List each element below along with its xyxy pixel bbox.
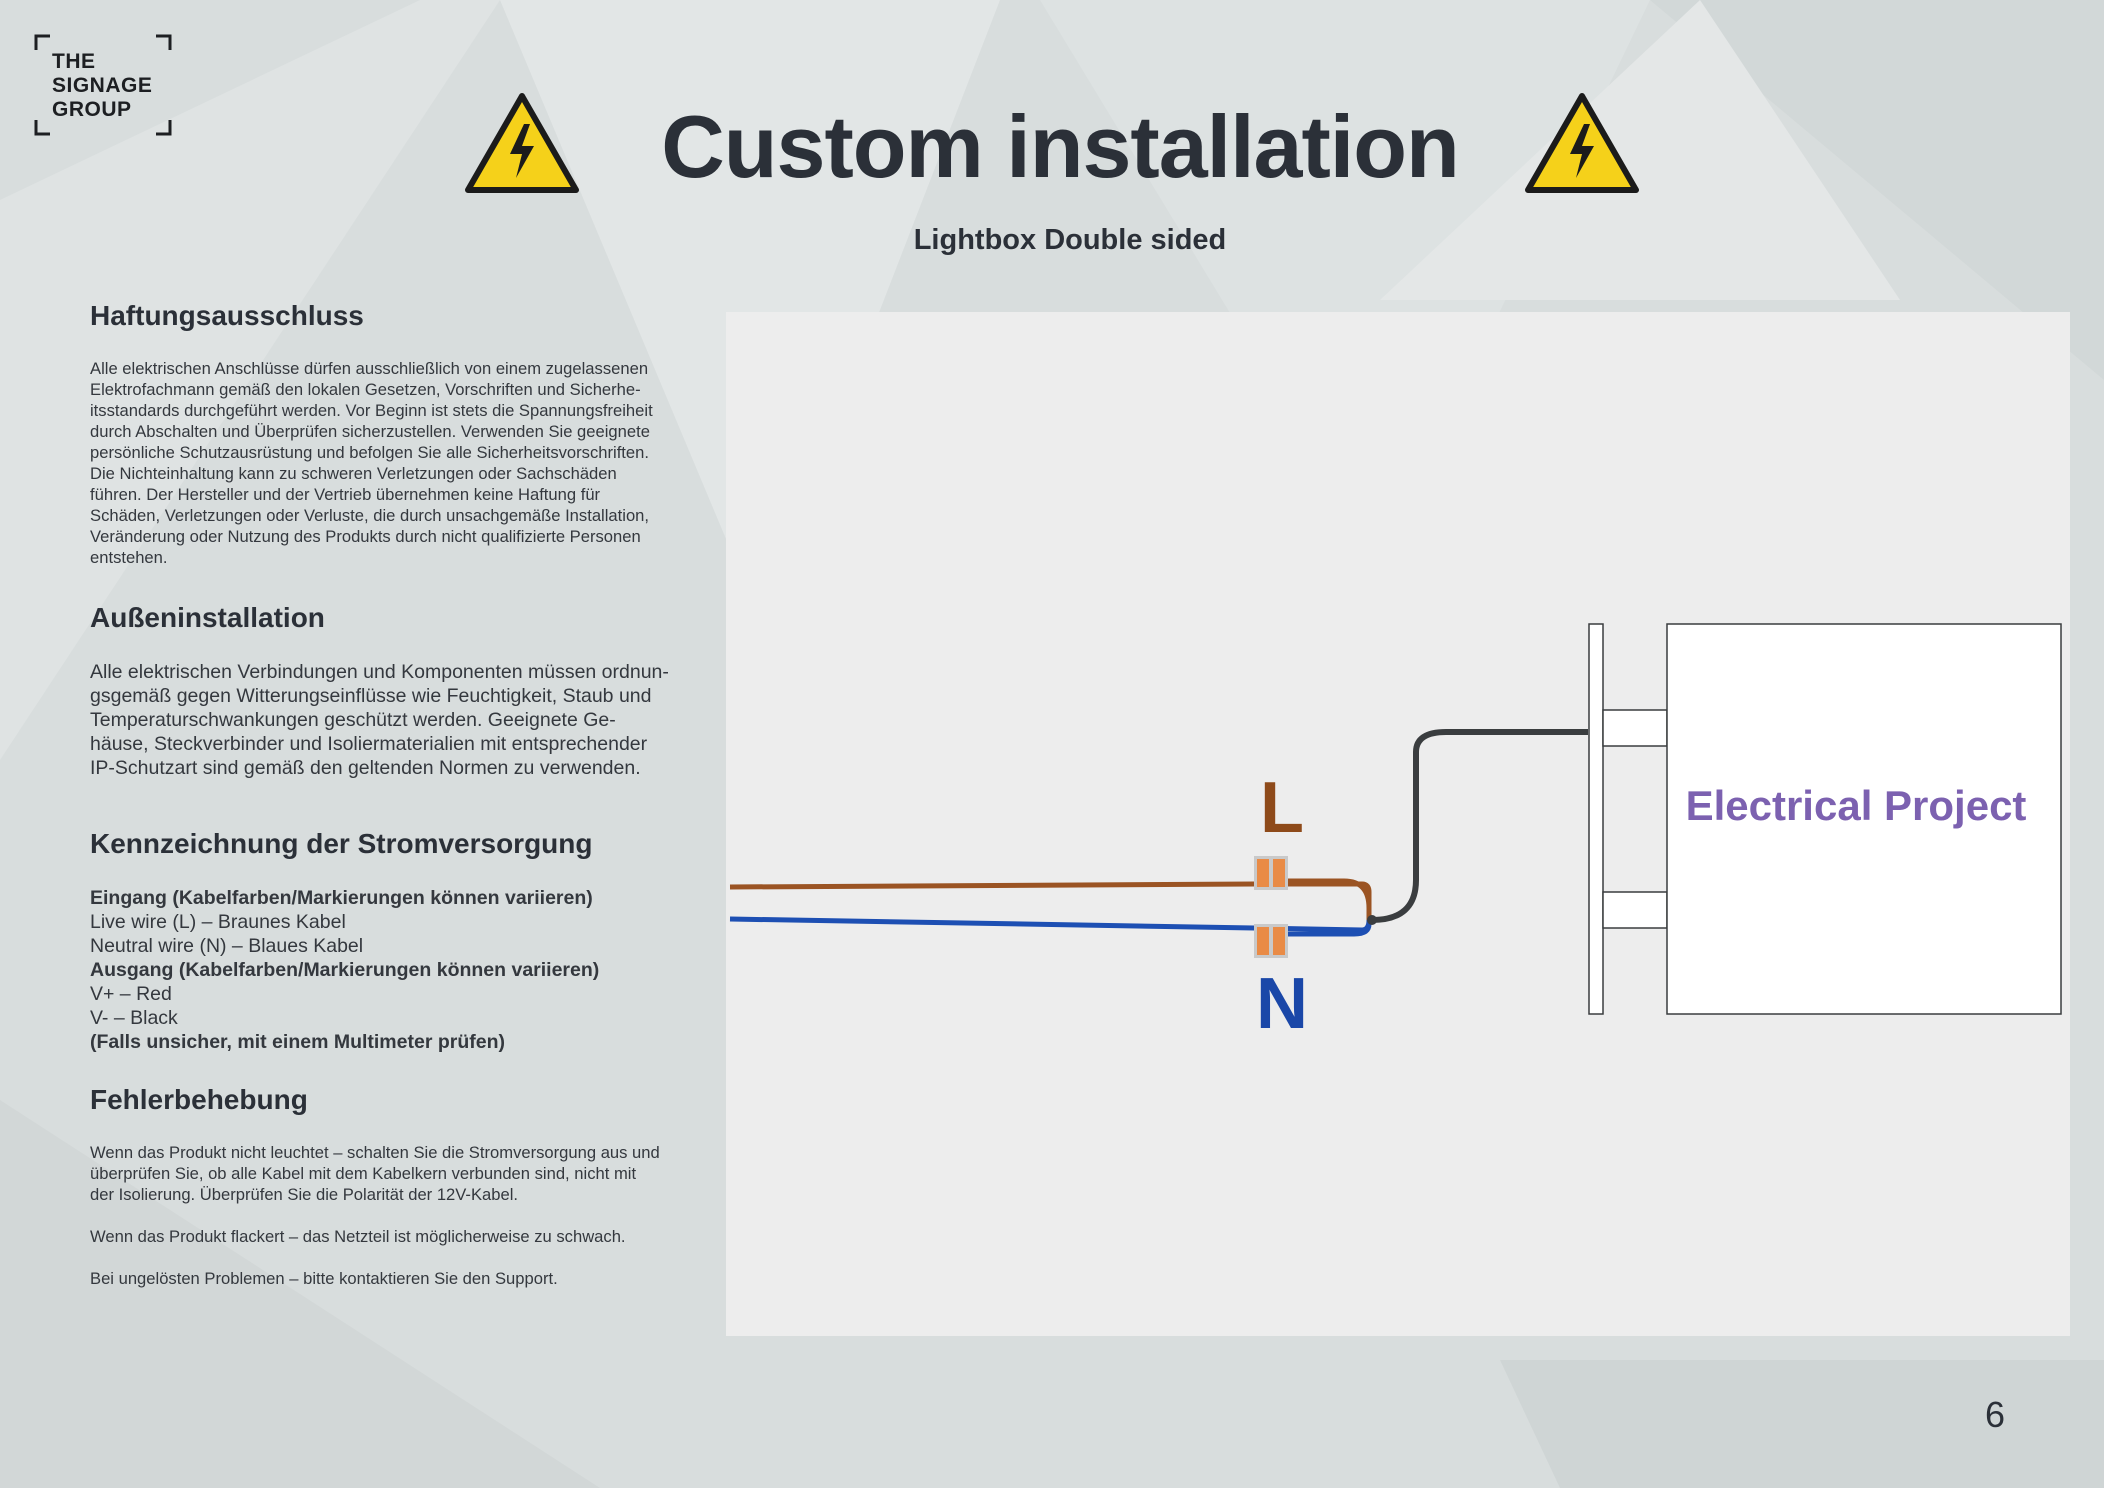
vminus-text: V- – Black [90, 1007, 178, 1029]
live-wire-loop [1286, 878, 1372, 918]
disclaimer-text: Alle elektrischen Anschlüsse dürfen auss… [90, 358, 690, 568]
text-line: Alle elektrischen Anschlüsse dürfen auss… [90, 359, 649, 378]
text-line: Wenn das Produkt nicht leuchtet – schalt… [90, 1143, 660, 1162]
company-logo: THE SIGNAGE GROUP [34, 34, 172, 136]
wiring-diagram-panel: L N Electrical Project [726, 312, 2070, 1336]
troubleshooting-paragraph: Wenn das Produkt flackert – das Netzteil… [90, 1227, 626, 1246]
mounting-bracket [1602, 891, 1668, 929]
section-heading: Fehlerbehebung [90, 1084, 308, 1115]
text-line: IP-Schutzart sind gemäß den geltenden No… [90, 757, 641, 779]
outdoor-section: Außeninstallation Alle elektrischen Verb… [90, 602, 690, 780]
text-line: entstehen. [90, 548, 168, 567]
live-label: L [1260, 768, 1304, 848]
neutral-wire-loop [1286, 923, 1372, 937]
neutral-wire-text: Neutral wire (N) – Blaues Kabel [90, 935, 364, 957]
high-voltage-warning-icon [465, 93, 579, 193]
text-line: häuse, Steckverbinder und Isoliermateria… [90, 733, 648, 755]
mounting-bracket [1602, 709, 1668, 747]
section-heading: Haftungsausschluss [90, 300, 364, 331]
live-wire [729, 881, 1372, 924]
troubleshooting-paragraph: Wenn das Produkt nicht leuchtet – schalt… [90, 1142, 690, 1205]
text-line: persönliche Schutzausrüstung und befolge… [90, 443, 649, 462]
power-marking-list: Eingang (Kabelfarben/Markierungen können… [90, 886, 690, 1054]
disclaimer-section: Haftungsausschluss Alle elektrischen Ans… [90, 300, 690, 568]
text-line: Alle elektrischen Verbindungen und Kompo… [90, 661, 669, 683]
neutral-label: N [1256, 964, 1308, 1044]
text-line: Die Nichteinhaltung kann zu schweren Ver… [90, 464, 617, 483]
text-line: Veränderung oder Nutzung des Produkts du… [90, 527, 641, 546]
troubleshooting-section: Fehlerbehebung Wenn das Produkt nicht le… [90, 1084, 690, 1289]
wiring-diagram [729, 623, 2062, 1015]
lightbox [1666, 623, 2062, 1015]
troubleshooting-text: Wenn das Produkt nicht leuchtet – schalt… [90, 1142, 690, 1289]
logo-line: GROUP [52, 98, 132, 121]
vplus-text: V+ – Red [90, 983, 172, 1005]
text-line: itsstandards durchgeführt werden. Vor Be… [90, 401, 653, 420]
text-line: gsgemäß gegen Witterungseinflüsse wie Fe… [90, 685, 652, 707]
power-marking-section: Kennzeichnung der Stromversorgung Eingan… [90, 828, 690, 1054]
section-heading: Außeninstallation [90, 602, 325, 633]
live-connector [1254, 856, 1288, 890]
multimeter-note: (Falls unsicher, mit einem Multimeter pr… [90, 1031, 505, 1053]
output-cable [1371, 729, 1588, 923]
text-line: Elektrofachmann gemäß den lokalen Gesetz… [90, 380, 641, 399]
output-heading: Ausgang (Kabelfarben/Markierungen können… [90, 959, 600, 981]
page-number: 6 [1984, 1394, 2006, 1435]
instructions-column: Haftungsausschluss Alle elektrischen Ans… [90, 300, 690, 1289]
logo-frame [34, 34, 172, 136]
logo-text: THE SIGNAGE GROUP [52, 50, 152, 122]
outdoor-text: Alle elektrischen Verbindungen und Kompo… [90, 660, 690, 780]
logo-line: THE [52, 50, 96, 73]
page-subtitle: Lightbox Double sided [913, 224, 1227, 256]
high-voltage-warning-icon [1525, 93, 1639, 193]
text-line: überprüfen Sie, ob alle Kabel mit dem Ka… [90, 1164, 637, 1183]
section-heading: Kennzeichnung der Stromversorgung [90, 828, 593, 859]
junction-point [1367, 915, 1377, 925]
lightbox-label: Electrical Project [1685, 782, 2027, 829]
text-line: Temperaturschwankungen geschützt werden.… [90, 709, 616, 731]
live-wire-text: Live wire (L) – Braunes Kabel [90, 911, 346, 933]
troubleshooting-paragraph: Bei ungelösten Problemen – bitte kontakt… [90, 1269, 558, 1288]
text-line: der Isolierung. Überprüfen Sie die Polar… [90, 1185, 519, 1204]
logo-line: SIGNAGE [52, 74, 153, 97]
text-line: Schäden, Verletzungen oder Verluste, die… [90, 506, 650, 525]
text-line: führen. Der Hersteller und der Vertrieb … [90, 485, 601, 504]
mounting-pole [1588, 623, 1604, 1015]
neutral-connector [1254, 924, 1288, 958]
page-title: Custom installation [661, 97, 1460, 196]
input-heading: Eingang (Kabelfarben/Markierungen können… [90, 887, 593, 909]
text-line: durch Abschalten und Überprüfen sicherzu… [90, 422, 650, 441]
